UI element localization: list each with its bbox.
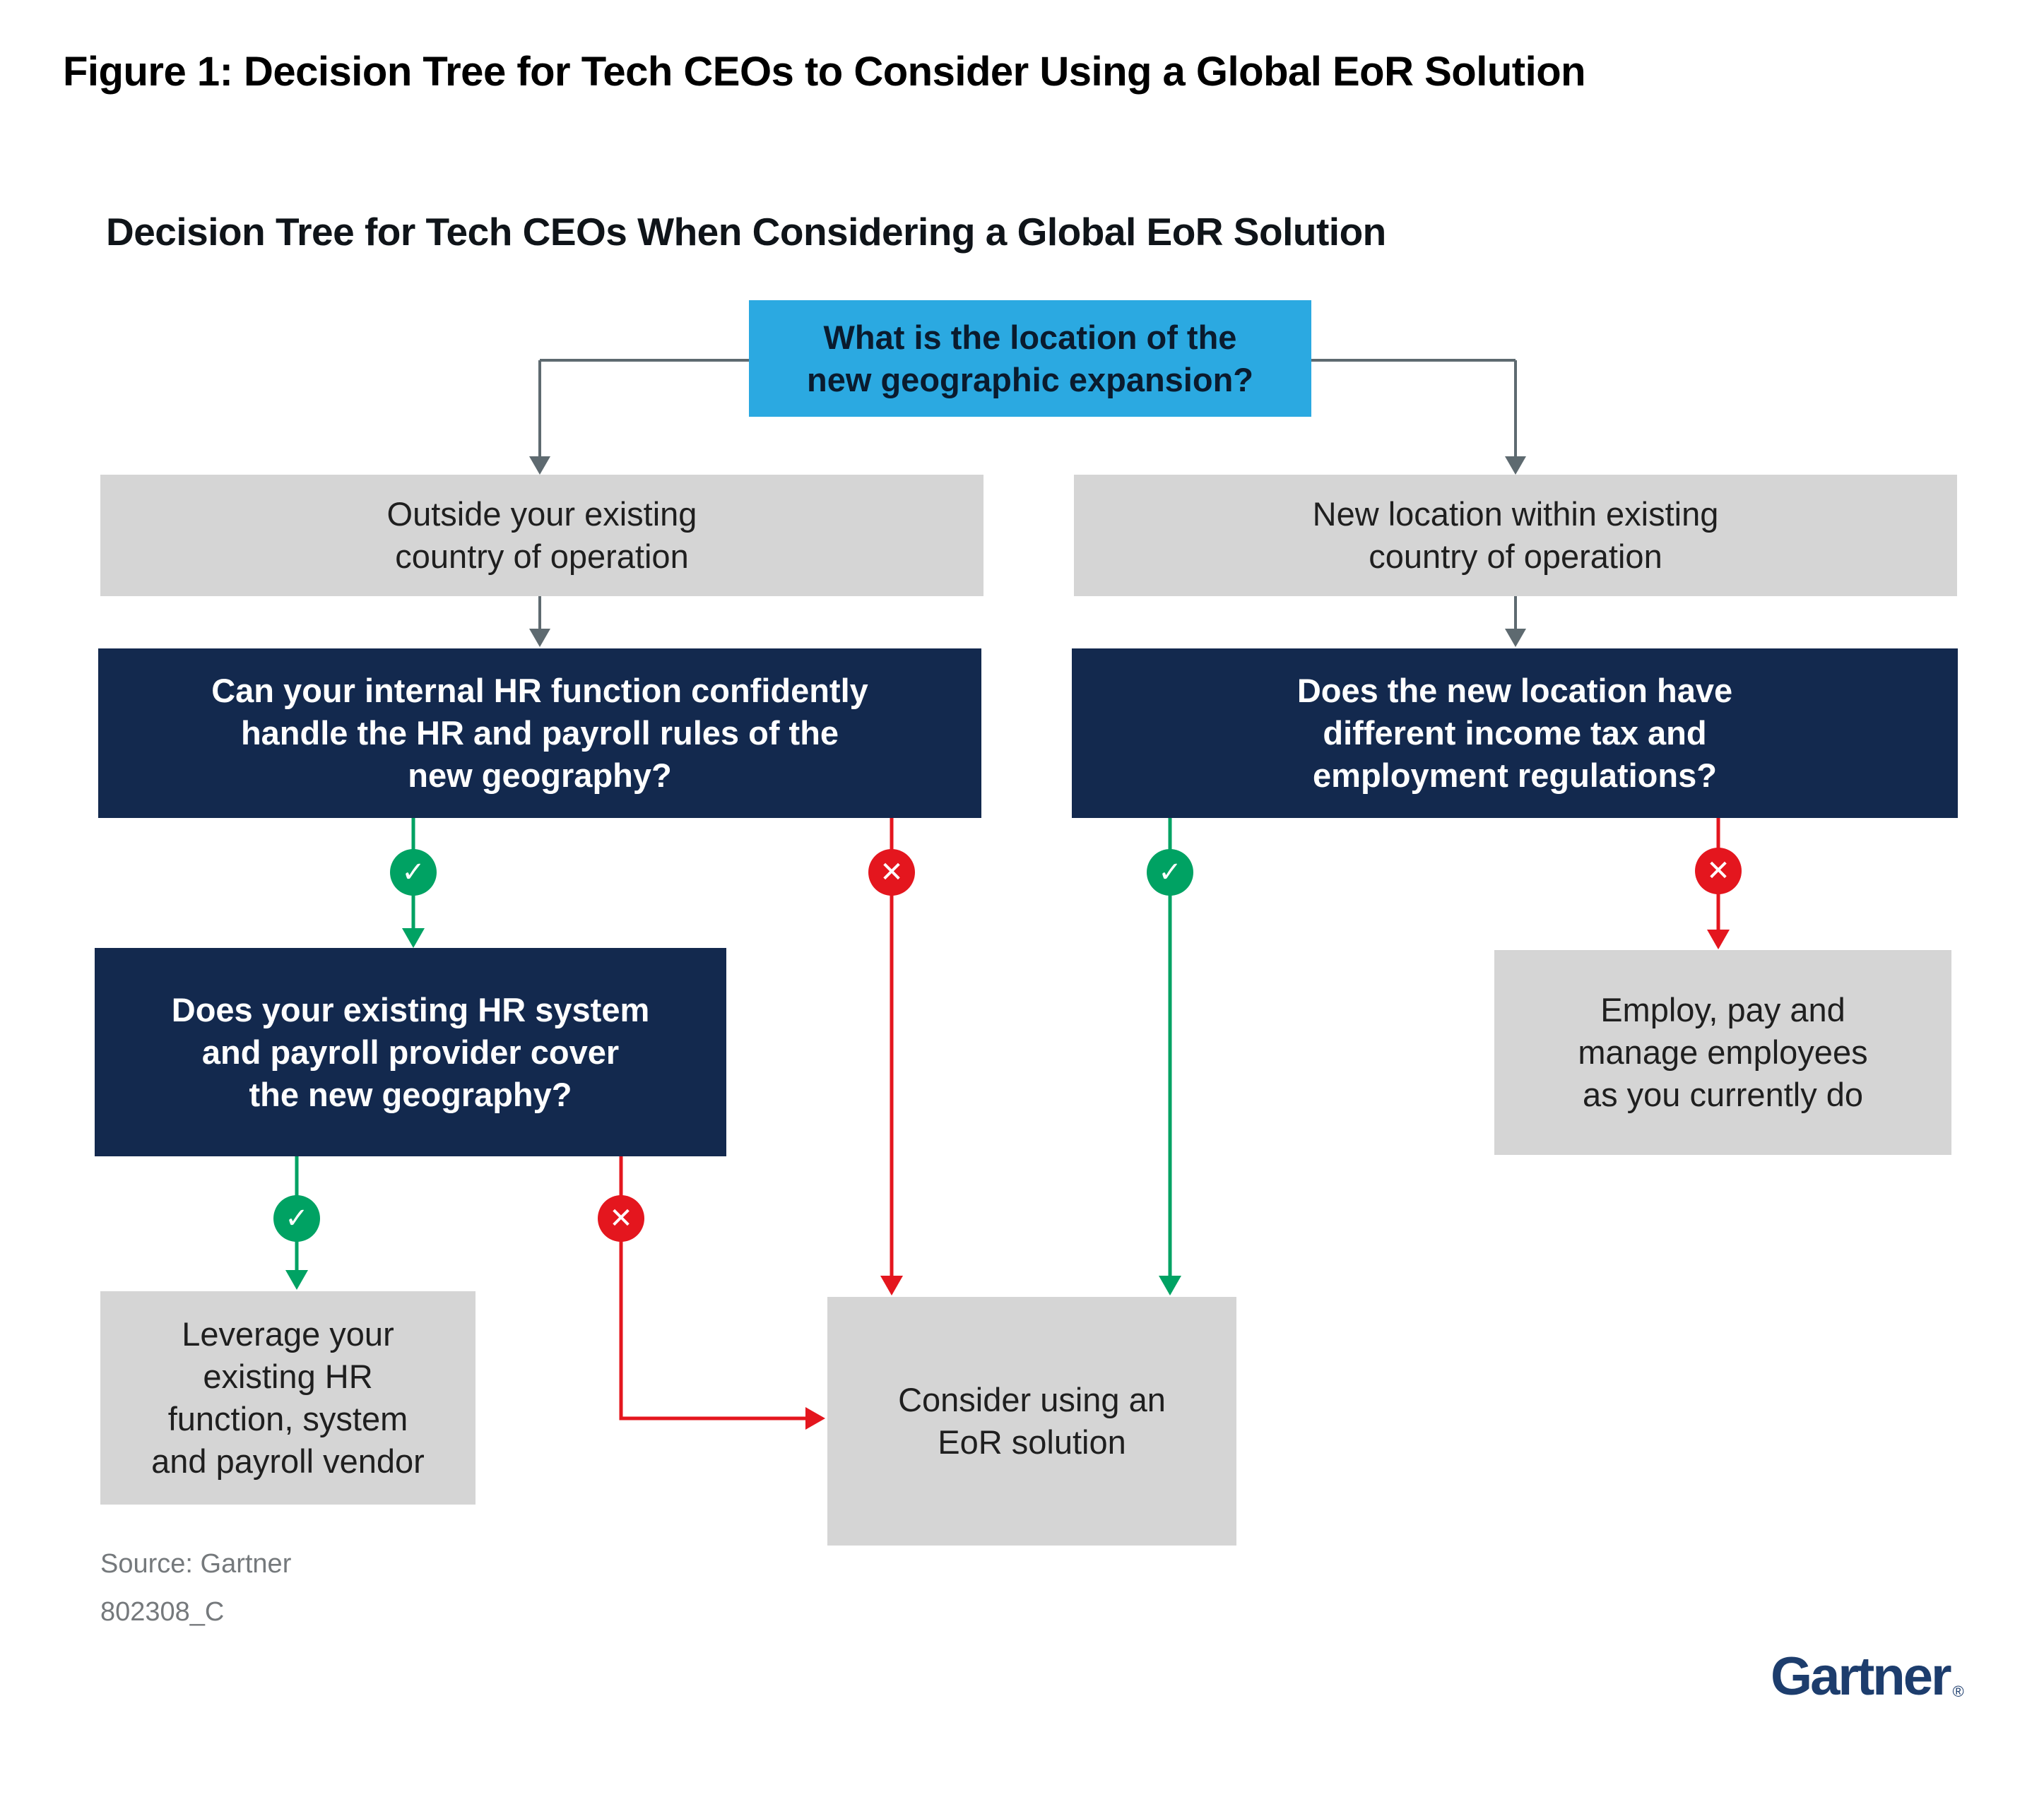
node-line: different income tax and bbox=[1323, 714, 1707, 752]
node-line: EoR solution bbox=[938, 1423, 1126, 1461]
node-line: Can your internal HR function confidentl… bbox=[211, 672, 868, 709]
node-line: the new geography? bbox=[249, 1075, 572, 1113]
node-line: as you currently do bbox=[1582, 1076, 1864, 1113]
node-root-question: What is the location of the new geograph… bbox=[749, 300, 1311, 417]
node-line: Employ, pay and bbox=[1600, 991, 1845, 1028]
node-line: New location within existing bbox=[1312, 495, 1719, 533]
document-code: 802308_C bbox=[100, 1597, 225, 1627]
node-tax-regulations-question: Does the new location have different inc… bbox=[1072, 648, 1958, 818]
node-line: new geography? bbox=[408, 757, 672, 794]
node-line: existing HR bbox=[203, 1358, 373, 1395]
node-outcome-employ-currently: Employ, pay and manage employees as you … bbox=[1494, 950, 1951, 1155]
x-glyph: ✕ bbox=[880, 856, 904, 889]
node-line: What is the location of the bbox=[823, 318, 1237, 356]
yes-check-icon: ✓ bbox=[390, 849, 437, 896]
node-line: and payroll vendor bbox=[151, 1442, 425, 1480]
node-line: handle the HR and payroll rules of the bbox=[240, 714, 839, 752]
node-system-covers-question: Does your existing HR system and payroll… bbox=[95, 948, 726, 1156]
gartner-wordmark: Gartner bbox=[1771, 1647, 1952, 1707]
chart-title: Decision Tree for Tech CEOs When Conside… bbox=[106, 210, 1386, 254]
check-glyph: ✓ bbox=[285, 1202, 309, 1235]
figure-title: Figure 1: Decision Tree for Tech CEOs to… bbox=[63, 49, 1586, 95]
check-glyph: ✓ bbox=[1158, 856, 1182, 889]
node-line: function, system bbox=[167, 1400, 408, 1437]
x-glyph: ✕ bbox=[609, 1202, 633, 1235]
no-x-icon: ✕ bbox=[1695, 848, 1742, 894]
node-line: country of operation bbox=[1369, 538, 1662, 575]
node-within-country: New location within existing country of … bbox=[1074, 475, 1957, 596]
yes-check-icon: ✓ bbox=[273, 1195, 320, 1242]
node-outcome-leverage: Leverage your existing HR function, syst… bbox=[100, 1291, 475, 1505]
yes-check-icon: ✓ bbox=[1147, 849, 1193, 896]
node-line: Does the new location have bbox=[1296, 672, 1733, 709]
node-line: Leverage your bbox=[182, 1315, 394, 1353]
source-line: Source: Gartner bbox=[100, 1549, 292, 1579]
source-block: Source: Gartner 802308_C bbox=[100, 1540, 291, 1636]
no-x-icon: ✕ bbox=[598, 1195, 644, 1242]
node-line: Outside your existing bbox=[386, 495, 697, 533]
node-line: Does your existing HR system bbox=[171, 990, 650, 1028]
node-hr-confident-question: Can your internal HR function confidentl… bbox=[98, 648, 981, 818]
node-line: country of operation bbox=[395, 538, 689, 575]
gartner-logo: Gartner ® bbox=[1771, 1647, 1964, 1707]
node-line: new geographic expansion? bbox=[807, 360, 1253, 398]
check-glyph: ✓ bbox=[401, 856, 425, 889]
no-x-icon: ✕ bbox=[868, 849, 915, 896]
node-line: manage employees bbox=[1578, 1033, 1868, 1071]
registered-mark: ® bbox=[1952, 1683, 1964, 1700]
node-line: employment regulations? bbox=[1313, 757, 1717, 794]
node-line: and payroll provider cover bbox=[201, 1033, 620, 1071]
node-line: Consider using an bbox=[898, 1381, 1166, 1418]
node-outside-country: Outside your existing country of operati… bbox=[100, 475, 983, 596]
node-outcome-eor: Consider using an EoR solution bbox=[827, 1297, 1236, 1546]
x-glyph: ✕ bbox=[1706, 855, 1730, 887]
